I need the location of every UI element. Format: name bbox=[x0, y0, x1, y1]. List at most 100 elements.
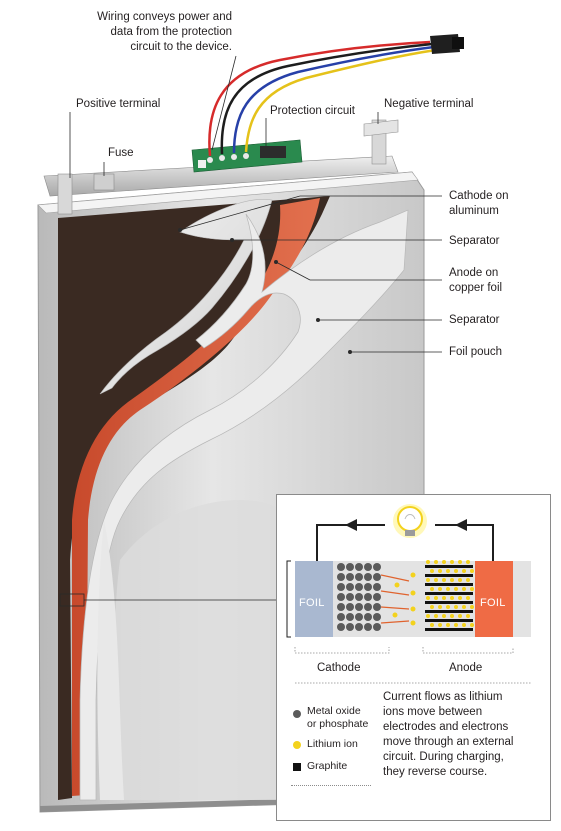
metal-oxide-sphere bbox=[355, 623, 363, 631]
graphite-layer bbox=[425, 610, 473, 613]
metal-oxide-sphere bbox=[337, 613, 345, 621]
description-line: electrodes and electrons bbox=[383, 721, 509, 733]
metal-oxide-sphere bbox=[346, 613, 354, 621]
foil-pouch-fold bbox=[110, 500, 320, 800]
description-line: they reverse course. bbox=[383, 766, 488, 778]
graphite-layer bbox=[425, 601, 473, 604]
callout-negative-terminal: Negative terminal bbox=[384, 98, 474, 110]
lithium-ion-dot bbox=[442, 596, 446, 600]
lithium-ions bbox=[392, 572, 416, 626]
metal-oxide-swatch bbox=[293, 710, 301, 718]
metal-oxide-sphere bbox=[355, 573, 363, 581]
cathode-foil bbox=[295, 561, 333, 637]
lithium-ion-dot bbox=[434, 560, 438, 564]
metal-oxide-sphere bbox=[373, 613, 381, 621]
callout-cathode-line: Cathode on bbox=[449, 190, 509, 202]
lithium-ion-dot bbox=[430, 569, 434, 573]
lithium-ion-dot bbox=[426, 614, 430, 618]
lithium-ion-dot bbox=[454, 623, 458, 627]
lithium-ion-dot bbox=[458, 614, 462, 618]
callout-wiring: Wiring conveys power and data from the p… bbox=[72, 10, 232, 55]
legend-metal-oxide: Metal oxide or phosphate bbox=[307, 705, 368, 731]
metal-oxide-sphere bbox=[373, 603, 381, 611]
lithium-ion-dot bbox=[438, 587, 442, 591]
callout-positive-terminal: Positive terminal bbox=[76, 98, 161, 110]
foil-left-label: FOIL bbox=[299, 597, 325, 609]
description-line: Current flows as lithium bbox=[383, 691, 503, 703]
lithium-ion-dot bbox=[426, 596, 430, 600]
metal-oxide-sphere bbox=[337, 603, 345, 611]
lithium-ion-dot bbox=[438, 623, 442, 627]
lithium-ion-dot bbox=[442, 578, 446, 582]
lithium-ion-dot bbox=[446, 587, 450, 591]
lithium-ion-dot bbox=[462, 623, 466, 627]
lithium-ion-dot bbox=[454, 569, 458, 573]
callout-wiring-line: Wiring conveys power and bbox=[97, 11, 232, 23]
metal-oxide-sphere bbox=[337, 583, 345, 591]
metal-oxide-sphere bbox=[364, 603, 372, 611]
metal-oxide-sphere bbox=[355, 583, 363, 591]
metal-oxide-sphere bbox=[364, 563, 372, 571]
metal-oxide-sphere bbox=[373, 623, 381, 631]
lithium-ion-dot bbox=[462, 605, 466, 609]
graphite-layer bbox=[425, 583, 473, 586]
metal-oxide-sphere bbox=[337, 593, 345, 601]
wire-red bbox=[208, 40, 431, 157]
lithium-ion-dot bbox=[450, 596, 454, 600]
lithium-ion-dot bbox=[454, 605, 458, 609]
legend-divider bbox=[291, 785, 371, 786]
lithium-ion-dot bbox=[434, 614, 438, 618]
metal-oxide-sphere bbox=[346, 623, 354, 631]
inset-description: Current flows as lithium ions move betwe… bbox=[383, 690, 543, 780]
lithium-ion-dot bbox=[446, 605, 450, 609]
anode-caption: Anode bbox=[449, 662, 483, 674]
lithium-ion-dot bbox=[466, 596, 470, 600]
cell-chemistry-diagram bbox=[286, 504, 531, 684]
graphite-layer bbox=[425, 592, 473, 595]
arrow-left-icon bbox=[345, 519, 357, 531]
description-line: move through an external bbox=[383, 736, 514, 748]
callout-anode-line: copper foil bbox=[449, 282, 503, 294]
foil-right-label: FOIL bbox=[480, 597, 506, 609]
callout-leader-lines bbox=[69, 55, 442, 601]
legend-lithium-ion: Lithium ion bbox=[307, 738, 358, 750]
lithium-ion-dot bbox=[446, 569, 450, 573]
metal-oxide-sphere bbox=[373, 563, 381, 571]
metal-oxide-sphere bbox=[346, 573, 354, 581]
lithium-ion-dot bbox=[446, 623, 450, 627]
lithium-ion-dot bbox=[470, 623, 474, 627]
ion-arrows bbox=[380, 574, 410, 624]
graphite-swatch bbox=[293, 763, 301, 771]
metal-oxide-sphere bbox=[373, 593, 381, 601]
lithium-ion-dot bbox=[442, 614, 446, 618]
metal-oxide-sphere bbox=[364, 623, 372, 631]
lithium-ion-dot bbox=[426, 560, 430, 564]
callout-separator-1: Separator bbox=[449, 235, 500, 247]
metal-oxide-sphere bbox=[355, 563, 363, 571]
graphite-layer bbox=[425, 619, 473, 622]
callout-wiring-line: circuit to the device. bbox=[130, 41, 232, 53]
positive-terminal bbox=[57, 173, 73, 215]
lithium-ion-dot bbox=[466, 560, 470, 564]
separator-sheet bbox=[79, 209, 409, 801]
lithium-ion-dot bbox=[458, 596, 462, 600]
graphite-layer bbox=[425, 628, 473, 631]
lithium-ion-dot bbox=[466, 614, 470, 618]
lithium-ion-dot bbox=[430, 605, 434, 609]
lithium-ion-dot bbox=[470, 605, 474, 609]
metal-oxide-sphere bbox=[337, 623, 345, 631]
metal-oxide-sphere bbox=[355, 613, 363, 621]
lithium-ion-dot bbox=[450, 614, 454, 618]
anode-copper-layer bbox=[72, 198, 320, 796]
lithium-ion-dot bbox=[458, 578, 462, 582]
callout-anode-on-copper-foil: Anode on copper foil bbox=[449, 266, 502, 296]
metal-oxide-sphere bbox=[337, 563, 345, 571]
graphite-layer bbox=[425, 574, 473, 577]
lithium-ion-dot bbox=[470, 587, 474, 591]
metal-oxide-sphere bbox=[346, 583, 354, 591]
lithium-ion-dot bbox=[434, 578, 438, 582]
metal-oxide-sphere bbox=[364, 583, 372, 591]
description-line: circuit. During charging, bbox=[383, 751, 504, 763]
lithium-ion-dot bbox=[426, 578, 430, 582]
metal-oxide-sphere bbox=[364, 593, 372, 601]
